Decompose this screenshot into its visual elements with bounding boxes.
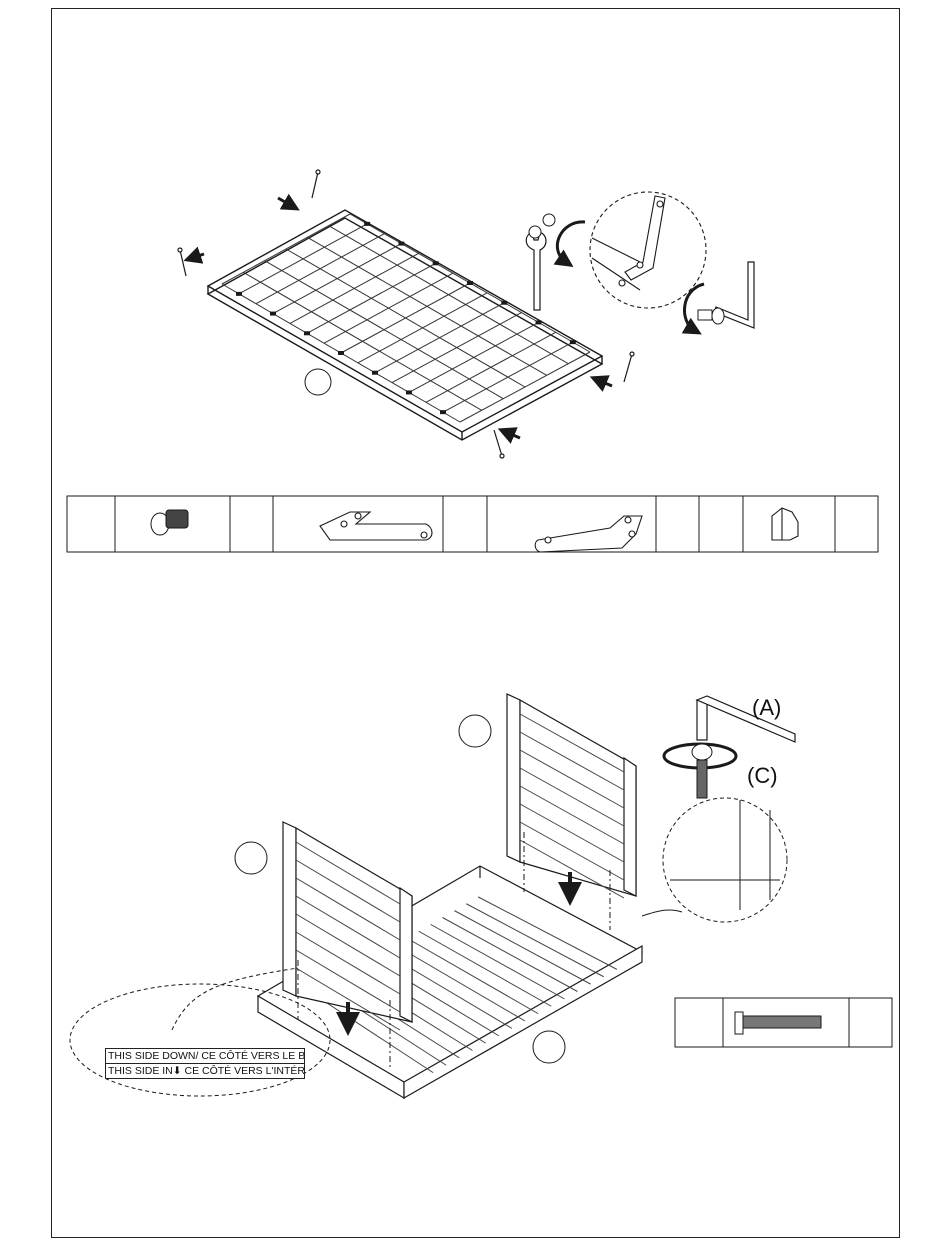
label-line-2-start: THIS SIDE IN [108,1065,173,1077]
bolt-icon [692,744,712,798]
long-bolt-icon [735,1012,821,1034]
left-side-panel [283,822,412,1022]
label-line-1: THIS SIDE DOWN/ CE CÔTÉ VERS LE BAS [106,1049,304,1064]
down-arrow-icon: ⬇ [173,1065,182,1077]
orientation-label: THIS SIDE DOWN/ CE CÔTÉ VERS LE BAS THIS… [105,1048,305,1079]
right-side-panel [507,694,636,896]
label-a: (A) [752,695,781,721]
label-line-2-end: CE CÔTÉ VERS L'INTÉRIEUR [182,1065,304,1077]
label-line-2: THIS SIDE IN⬇ CE CÔTÉ VERS L'INTÉRIEUR [106,1064,304,1078]
label-c: (C) [747,763,778,789]
